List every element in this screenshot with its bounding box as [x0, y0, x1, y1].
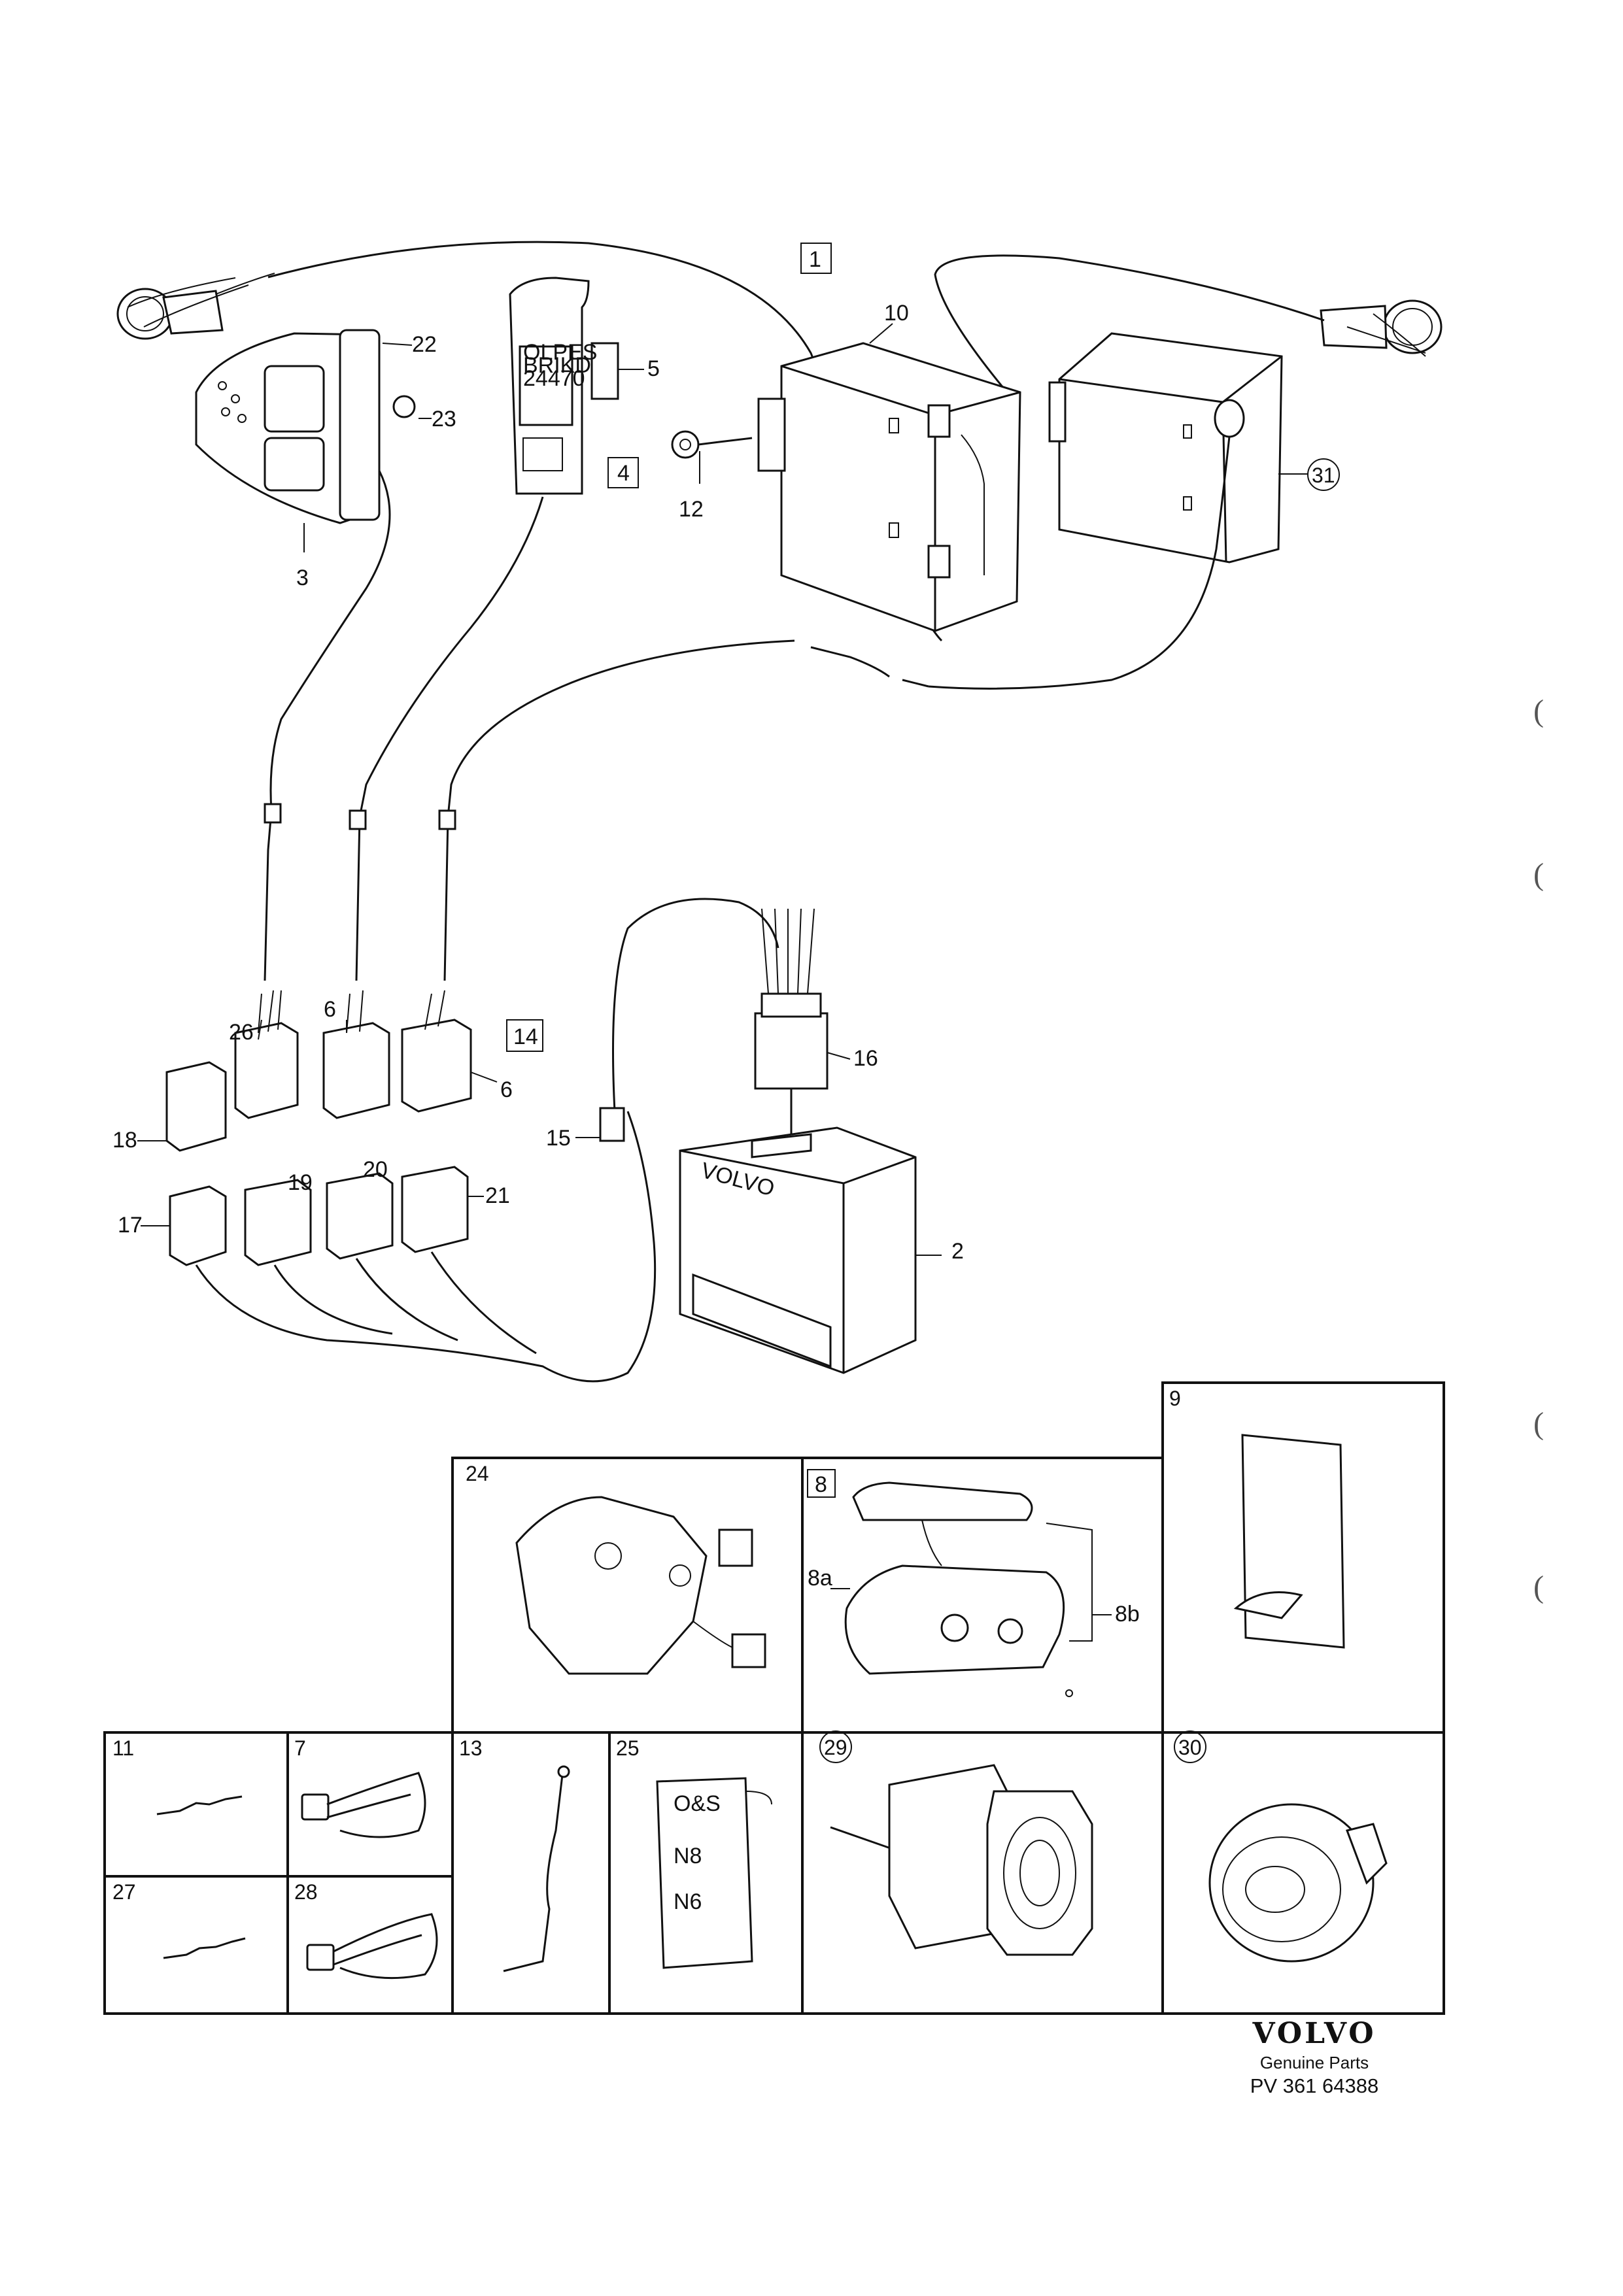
callout-1: 1	[809, 247, 821, 272]
part-code: PV 361 64388	[1250, 2074, 1379, 2097]
harness-bundle	[195, 1111, 657, 1383]
terminal-11	[156, 1795, 243, 1815]
cable-lamp	[264, 470, 391, 981]
remote-4	[509, 277, 619, 495]
callout-8: 8	[815, 1472, 827, 1497]
rod-13	[503, 1774, 564, 1972]
connector-20	[326, 1172, 394, 1260]
callout-box-14	[506, 1019, 543, 1052]
callout-27: 27	[112, 1880, 136, 1904]
cable-module-2	[612, 898, 779, 1112]
leader-lines	[137, 323, 1308, 1615]
antenna-connector-right	[1320, 299, 1443, 354]
margin-mark-1: (	[1533, 694, 1544, 728]
connector-16	[754, 908, 829, 1134]
callout-11: 11	[112, 1736, 134, 1760]
callout-circle-29	[819, 1730, 852, 1763]
cable-siren	[928, 436, 1231, 690]
bag-text-1: O&S	[674, 1791, 721, 1816]
cable-module-to-siren	[810, 646, 929, 688]
lock-actuator-24	[515, 1496, 766, 1675]
cable-tie-28	[306, 1913, 438, 1980]
callout-15: 15	[546, 1126, 571, 1151]
callout-18: 18	[112, 1128, 137, 1153]
callout-20: 20	[363, 1157, 388, 1182]
callout-10: 10	[884, 301, 909, 326]
callout-circle-30	[1174, 1730, 1206, 1763]
margin-mark-3: (	[1533, 1406, 1544, 1441]
remote-sticker-line1: OLPES	[523, 340, 597, 365]
callout-8a: 8a	[808, 1566, 832, 1591]
connector-26	[234, 990, 299, 1119]
callout-3: 3	[296, 566, 309, 590]
siren-29	[830, 1764, 1093, 1956]
callout-22: 22	[412, 332, 437, 357]
key-fob-8	[844, 1481, 1093, 1697]
callout-6a: 6	[324, 997, 336, 1022]
label-bag-25	[656, 1777, 772, 1969]
terminal-27	[163, 1937, 246, 1959]
bolt-12	[671, 430, 753, 459]
control-module-10	[757, 342, 1021, 632]
callout-23: 23	[432, 407, 456, 431]
callout-31: 31	[1312, 464, 1335, 487]
horn-30	[1208, 1803, 1388, 1963]
callout-14: 14	[513, 1024, 538, 1049]
callout-29: 29	[824, 1736, 847, 1759]
callout-16: 16	[853, 1046, 878, 1071]
switch-panel-3	[195, 329, 381, 524]
callout-5: 5	[647, 356, 660, 381]
callout-21: 21	[485, 1183, 510, 1208]
callout-2: 2	[951, 1239, 964, 1264]
parts-grid	[103, 1381, 1445, 2015]
callout-17: 17	[118, 1213, 143, 1238]
callout-26: 26	[229, 1020, 254, 1045]
margin-mark-4: (	[1533, 1570, 1544, 1604]
callout-8b: 8b	[1115, 1602, 1140, 1627]
brand-logo: VOLVO	[1252, 2017, 1376, 2050]
callout-6b: 6	[500, 1077, 513, 1102]
connector-6-right	[401, 990, 472, 1113]
callout-28: 28	[294, 1880, 318, 1904]
callout-9: 9	[1169, 1387, 1181, 1410]
connector-17	[169, 1185, 227, 1266]
cable-clip-15	[599, 1107, 625, 1142]
brand-tagline: Genuine Parts	[1259, 2053, 1369, 2072]
callout-4: 4	[617, 461, 630, 486]
callout-24: 24	[466, 1462, 489, 1485]
siren-unit-31	[1048, 332, 1283, 564]
callout-box-1	[800, 243, 832, 274]
cable-main-module	[443, 639, 795, 981]
callout-25: 25	[616, 1736, 640, 1760]
callout-13: 13	[459, 1736, 483, 1760]
remote-sticker-line3: 24470	[523, 366, 585, 391]
bag-text-3: N6	[674, 1889, 702, 1914]
callout-30: 30	[1178, 1736, 1202, 1759]
connector-19	[244, 1179, 312, 1266]
connector-21	[401, 1166, 469, 1253]
bulb-23	[392, 395, 416, 418]
callout-box-8	[807, 1469, 836, 1498]
callout-19: 19	[288, 1170, 313, 1195]
antenna-connector-left	[116, 273, 275, 340]
callout-circle-31	[1307, 458, 1340, 491]
callout-7: 7	[294, 1736, 306, 1760]
connector-18	[165, 1061, 227, 1152]
cable-tie-7	[301, 1772, 426, 1838]
sticker-9	[1233, 1434, 1345, 1649]
margin-mark-2: (	[1533, 857, 1544, 892]
brand-block: VOLVO Genuine Parts PV 361 64388	[1229, 2017, 1399, 2098]
connector-6-left	[322, 990, 390, 1119]
callout-12: 12	[679, 497, 704, 522]
bag-text-2: N8	[674, 1844, 702, 1868]
control-unit-2	[679, 1126, 917, 1374]
callout-box-4	[607, 457, 639, 488]
cable-remote	[355, 496, 544, 981]
remote-sticker-line2: BRIKD	[523, 353, 591, 378]
